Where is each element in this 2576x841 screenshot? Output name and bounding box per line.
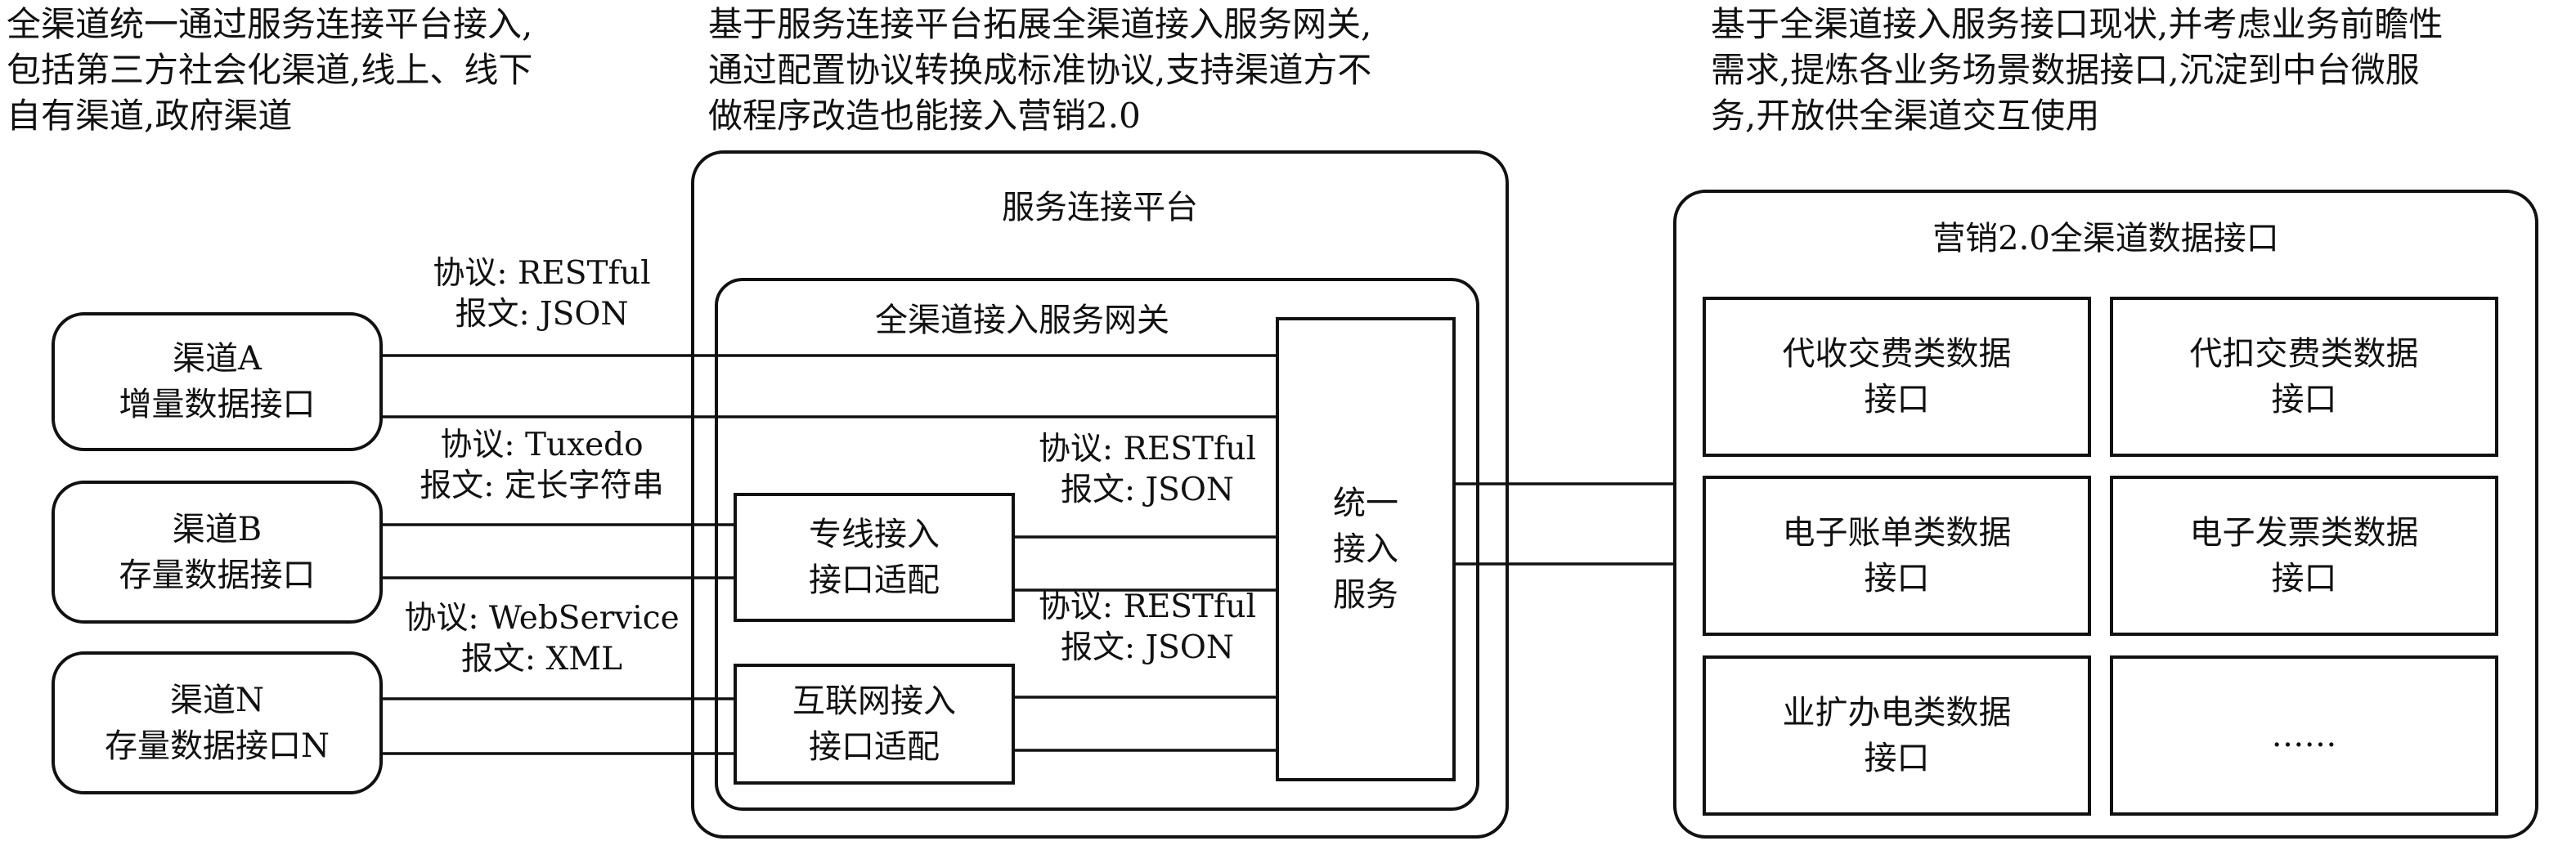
channel-a-protocol-message: 报文: JSON: [455, 296, 629, 333]
channel-b-desc: 存量数据接口: [119, 556, 316, 594]
channel-n-box: 渠道N 存量数据接口N: [52, 651, 383, 794]
interface-collection-payment-label: 代收交费类数据 接口: [1782, 335, 2012, 418]
adapter-leased-line-box: 专线接入 接口适配: [734, 493, 1015, 622]
unified-service-box: 统一 接入 服务: [1276, 317, 1456, 781]
gateway-box: [715, 278, 1479, 811]
unified-service-label: 统一 接入 服务: [1333, 485, 1398, 614]
channel-a-desc: 增量数据接口: [119, 386, 316, 423]
adapter2-protocol-message: 报文: JSON: [1061, 629, 1234, 666]
interface-electronic-invoice: 电子发票类数据 接口: [2110, 476, 2498, 636]
interfaces-title: 营销2.0全渠道数据接口: [1932, 220, 2279, 257]
platform-title: 服务连接平台: [1002, 189, 1198, 226]
channel-b-protocol-message: 报文: 定长字符串: [420, 467, 664, 504]
interface-collection-payment: 代收交费类数据 接口: [1703, 297, 2091, 457]
channel-b-name: 渠道B: [172, 510, 263, 548]
channel-n-protocol-message: 报文: XML: [460, 641, 623, 678]
channel-n-protocol: 协议: WebService 报文: XML: [376, 598, 707, 680]
interfaces-box: [1673, 190, 2538, 839]
interface-business-expansion: 业扩办电类数据 接口: [1703, 655, 2091, 816]
note-right: 基于全渠道接入服务接口现状,并考虑业务前瞻性 需求,提炼各业务场景数据接口,沉淀…: [1711, 4, 2444, 136]
interface-electronic-bill: 电子账单类数据 接口: [1703, 476, 2091, 636]
note-middle: 基于服务连接平台拓展全渠道接入服务网关, 通过配置协议转换成标准协议,支持渠道方…: [708, 4, 1372, 136]
adapter2-protocol: 协议: RESTful 报文: JSON: [1012, 587, 1282, 669]
adapter-internet-box: 互联网接入 接口适配: [734, 664, 1015, 785]
channel-n-name: 渠道N: [170, 681, 264, 719]
interface-business-expansion-label: 业扩办电类数据 接口: [1782, 694, 2012, 777]
channel-a-box: 渠道A 增量数据接口: [52, 312, 383, 451]
channel-b-protocol: 协议: Tuxedo 报文: 定长字符串: [384, 425, 699, 507]
adapter1-protocol-message: 报文: JSON: [1061, 472, 1234, 508]
platform-box: [691, 150, 1509, 839]
channel-b-protocol-name: 协议: Tuxedo: [440, 427, 644, 463]
adapter2-protocol-name: 协议: RESTful: [1038, 588, 1257, 625]
interface-withholding-payment: 代扣交费类数据 接口: [2110, 297, 2498, 457]
adapter-internet-label: 互联网接入 接口适配: [792, 682, 956, 766]
adapter1-protocol: 协议: RESTful 报文: JSON: [1012, 429, 1282, 511]
interface-more: ……: [2110, 655, 2498, 816]
gateway-title: 全渠道接入服务网关: [875, 302, 1169, 339]
adapter1-protocol-name: 协议: RESTful: [1038, 431, 1257, 467]
channel-n-protocol-name: 协议: WebService: [404, 600, 680, 637]
channel-b-box: 渠道B 存量数据接口: [52, 481, 383, 624]
interface-more-label: ……: [2271, 717, 2337, 754]
note-left: 全渠道统一通过服务连接平台接入, 包括第三方社会化渠道,线上、线下 自有渠道,政…: [7, 4, 533, 136]
channel-a-name: 渠道A: [173, 340, 262, 378]
interface-withholding-payment-label: 代扣交费类数据 接口: [2189, 335, 2419, 418]
channel-n-desc: 存量数据接口N: [105, 727, 330, 765]
channel-a-protocol-name: 协议: RESTful: [433, 255, 651, 292]
channel-a-protocol: 协议: RESTful 报文: JSON: [384, 253, 699, 335]
interface-electronic-invoice-label: 电子发票类数据 接口: [2189, 514, 2419, 597]
interface-electronic-bill-label: 电子账单类数据 接口: [1782, 514, 2012, 597]
adapter-leased-line-label: 专线接入 接口适配: [809, 516, 940, 599]
